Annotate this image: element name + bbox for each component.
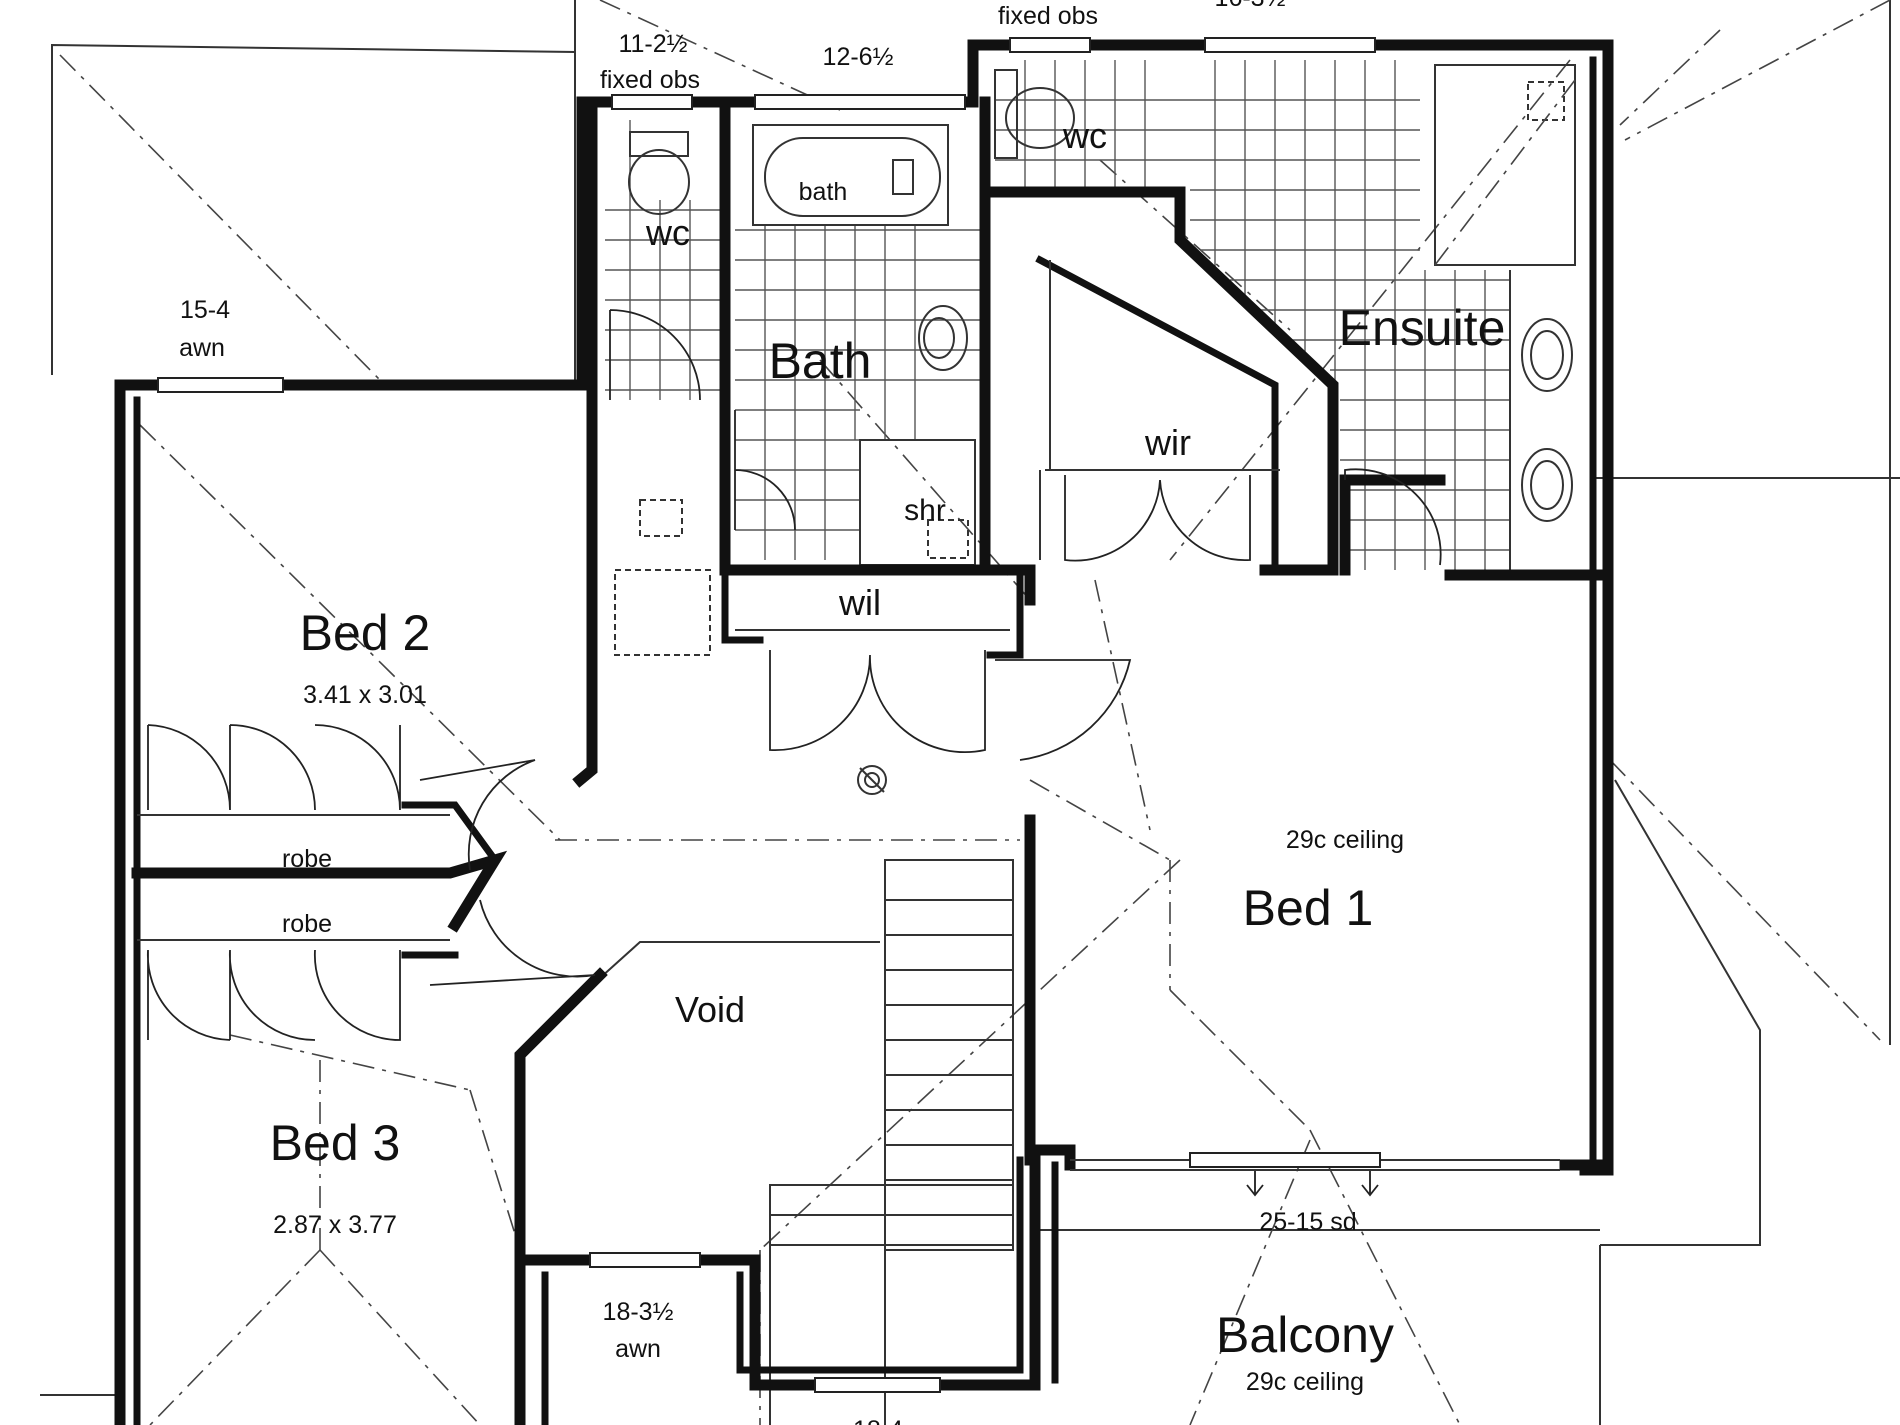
tile-grid-wc-left [605, 120, 720, 400]
bed1-ceiling: 29c ceiling [1286, 826, 1404, 854]
bed2-window-dim: 15-4 [180, 296, 230, 324]
balcony-label: Balcony [1216, 1307, 1394, 1363]
toilet-left [628, 131, 690, 215]
bath-window-dim: 12-6½ [823, 43, 894, 71]
bottom-window-dim-partial: 18-4 [853, 1416, 903, 1425]
robe-lower-label: robe [282, 910, 332, 938]
manhole-hatches [614, 499, 711, 656]
roof-outline [40, 0, 1900, 1425]
void-label: Void [675, 989, 745, 1030]
bed3-size: 2.87 x 3.77 [273, 1211, 397, 1239]
basin-bath [918, 305, 968, 371]
wc-left-label: wc [645, 212, 690, 253]
fixed-obs-top-label: fixed obs [998, 2, 1098, 30]
toilet-right [994, 69, 1075, 159]
roof-hip-lines [59, 0, 1891, 1425]
staircase [769, 859, 1014, 1425]
ensuite-label: Ensuite [1339, 300, 1506, 356]
bed1-label: Bed 1 [1243, 880, 1374, 936]
bathtub [752, 124, 949, 226]
bath-room-label: Bath [769, 333, 872, 389]
wil-label: wil [838, 582, 881, 623]
void-railing [599, 941, 880, 979]
stair-window-dim: 18-3½ [603, 1298, 674, 1326]
smoke-detector-icon [857, 765, 887, 795]
wc-window-dim: 11-2½ [618, 30, 687, 58]
wc-window-note: fixed obs [600, 66, 700, 94]
bed2-size: 3.41 x 3.01 [303, 681, 427, 709]
windows [157, 37, 1381, 1393]
bed3-label: Bed 3 [270, 1115, 401, 1171]
wc-right-label: wc [1062, 115, 1107, 156]
tile-grid-bath [735, 225, 980, 560]
ensuite-vanity [1509, 270, 1573, 570]
doors [146, 309, 1442, 1197]
room-labels: 16-3½ fixed obs 11-2½ fixed obs 12-6½ 15… [179, 0, 1505, 1425]
bed2-window-note: awn [179, 334, 225, 362]
dim-top-right-partial: 16-3½ [1215, 0, 1286, 12]
balcony-ceiling: 29c ceiling [1246, 1368, 1364, 1396]
bed2-label: Bed 2 [300, 605, 431, 661]
robe-upper-label: robe [282, 845, 332, 873]
stair-window-note: awn [615, 1335, 661, 1363]
sliding-door-label: 25-15 sd [1259, 1208, 1356, 1236]
wir-label: wir [1144, 422, 1191, 463]
shower-label: shr [904, 494, 946, 527]
ensuite-shower [1434, 64, 1576, 266]
bath-fixture-label: bath [799, 178, 848, 206]
